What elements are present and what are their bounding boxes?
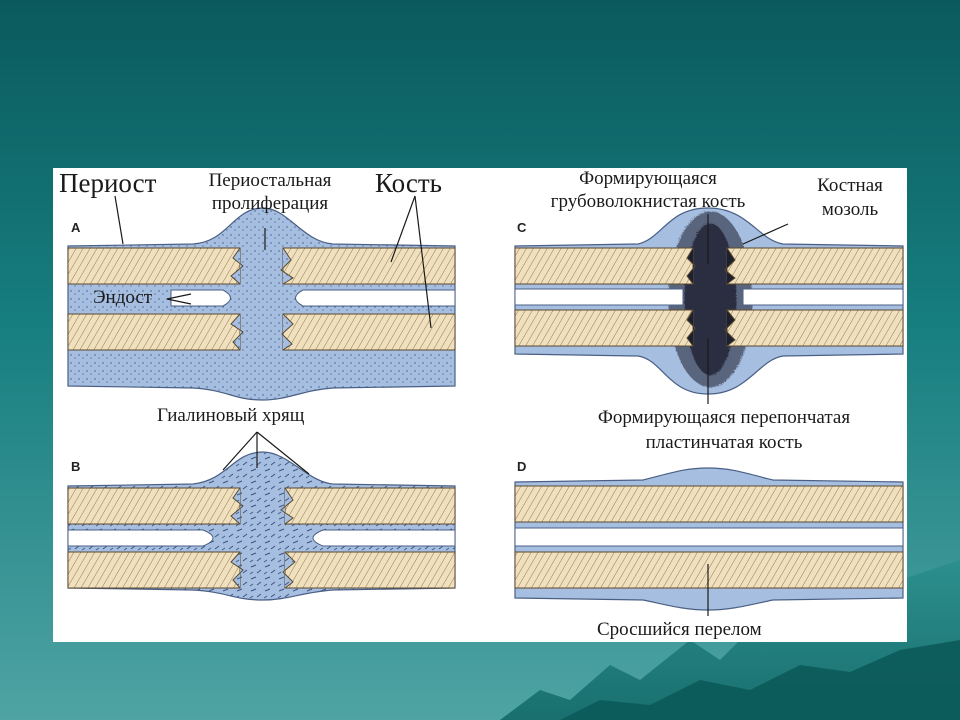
panel-a-figure [67,195,456,401]
label-hyaline-cartilage: Гиалиновый хрящ [157,405,305,426]
panel-c-letter: C [517,220,527,235]
panel-a-letter: A [71,220,81,235]
panel-d-letter: D [517,459,527,474]
panel-b-figure [67,431,456,601]
label-lamellar-bone: Формирующаяся перепончатая пластинчатая … [597,407,851,453]
fracture-healing-diagram: A B C D Периост Периостальная пролиферац… [53,168,907,642]
diagram-artwork [67,195,904,616]
label-periosteum: Периост [59,168,157,198]
label-periosteal-proliferation: Периостальная пролиферация [208,170,332,214]
label-bony-callus: Костная мозоль [817,175,883,220]
panel-b-letter: B [71,459,81,474]
label-healed-fracture: Сросшийся перелом [597,619,762,640]
label-bone: Кость [375,168,442,198]
panel-c-figure [514,207,904,404]
panel-d-figure [514,467,904,616]
label-endosteum: Эндост [93,287,153,308]
label-woven-bone: Формирующаяся грубоволокнистая кость [550,168,746,212]
